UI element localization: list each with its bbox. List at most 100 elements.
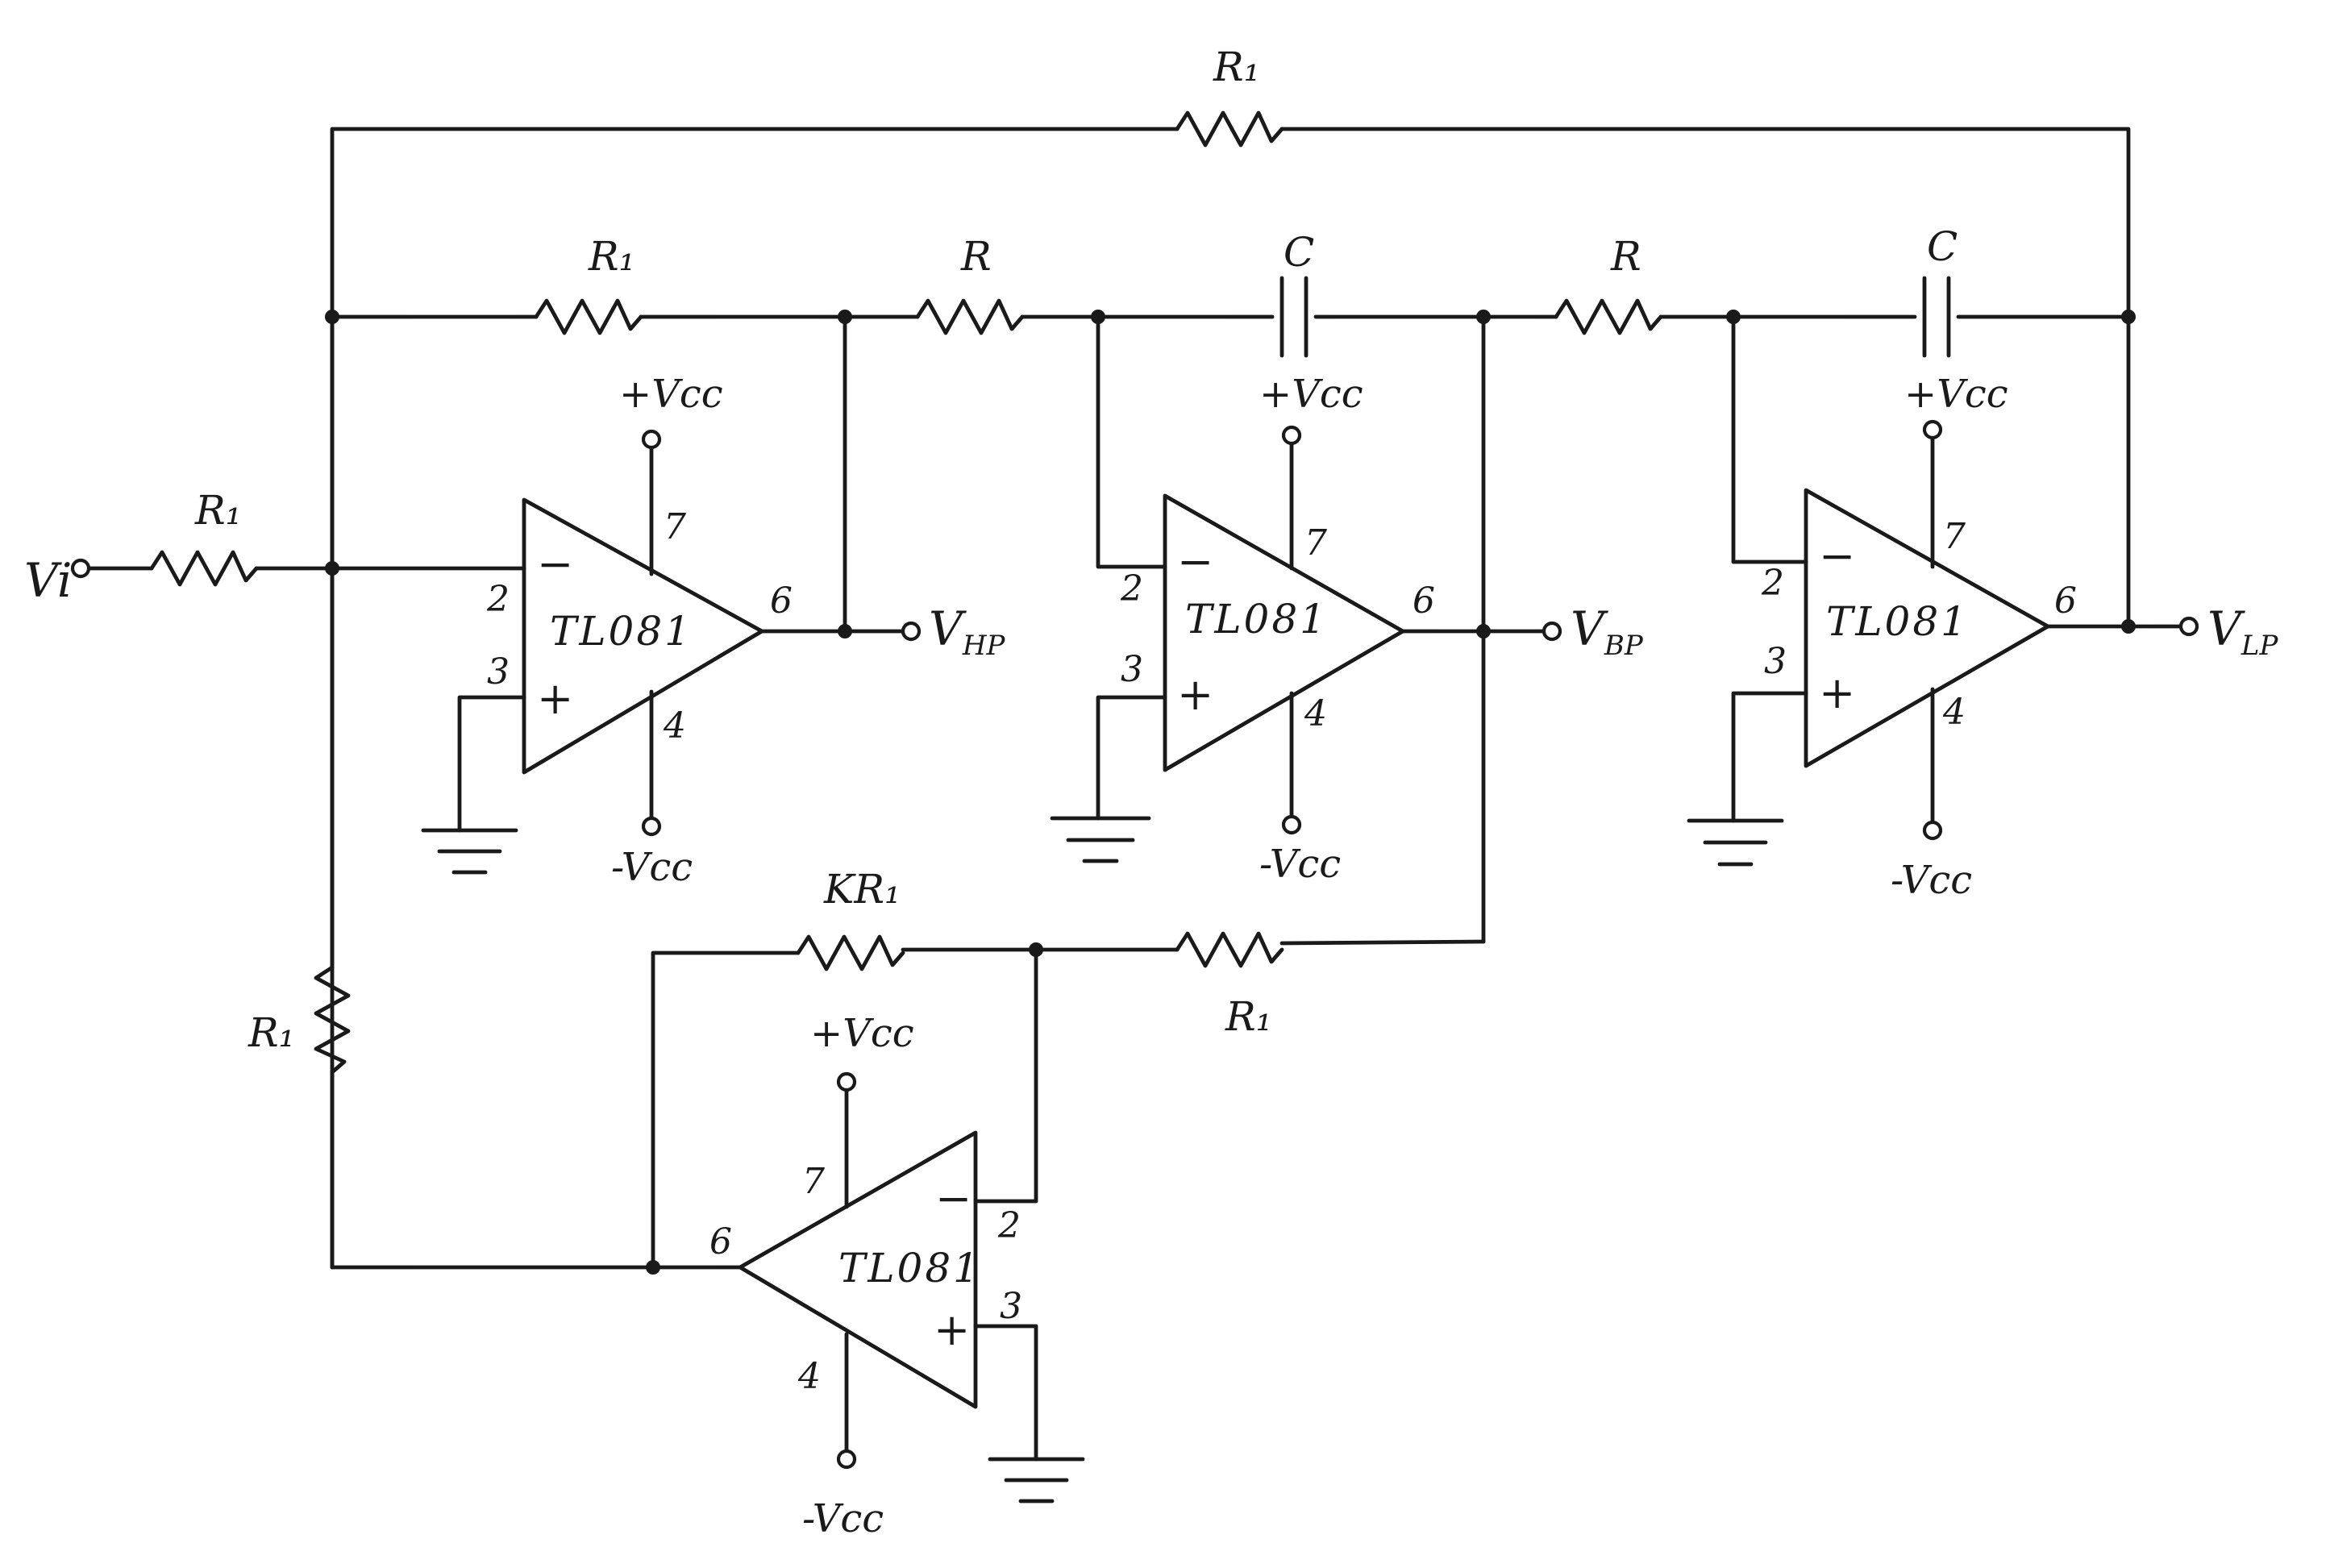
grounds [421,816,1784,1504]
junction-dot [838,310,852,324]
resistor-r1-top [1175,110,1284,148]
terminal-vlp [2178,616,2199,637]
op-amp-4-part: TL081 [838,1245,981,1291]
label-r1-feedback-hp: R₁ [588,233,635,280]
ground-symbol-oa4 [988,1457,1085,1504]
op-amp-2-pin-minus: 2 [1120,568,1143,609]
resistor-r-lp [1554,298,1663,335]
op-amp-4-vcc-minus-label: -Vcc [802,1496,884,1541]
wire-oa2-plus [1096,695,1167,821]
junction-dot [646,1260,660,1275]
terminal-oa4-vminus [836,1449,857,1470]
junction-dot [2121,310,2136,324]
signal-label-vbp-sub: BP [1604,630,1644,662]
terminal-vhp [901,621,922,642]
op-amp-2-minus-sign: − [1177,536,1213,587]
label-kr1: KR₁ [823,866,901,913]
op-amp-4-pin-vminus: 4 [797,1356,821,1397]
resistor-r1-bottom [1175,931,1284,968]
op-amp-4-pin-plus: 3 [1000,1286,1022,1327]
op-amp-4-pin-out: 6 [709,1221,732,1262]
signal-label-vbp-main: V [1571,601,1608,656]
op-amp-3-pin-minus: 2 [1761,563,1784,604]
terminals [70,419,2199,1470]
junction-dot [1726,310,1741,324]
junction-dot [838,624,852,638]
op-amp-1-pin-minus: 2 [486,579,510,620]
junction-dot [325,310,339,324]
resistors [149,110,1663,1075]
wire-oa3-plus [1731,691,1808,823]
op-amp-1-pin-vminus: 4 [663,705,686,747]
op-amp-2-body [1163,493,1405,772]
resistor-r-bp [915,298,1025,335]
op-amp-3-pin-vminus: 4 [1942,692,1966,733]
op-amp-4-plus-sign: + [934,1304,970,1355]
capacitors [1279,276,1951,358]
op-amp-3-vcc-minus-label: -Vcc [1891,858,1972,903]
label-r1-input: R₁ [194,487,242,534]
op-amp-3: − + TL081 2 3 6 7 4 +Vcc -Vcc [1761,372,2077,903]
label-c-bp: C [1284,229,1314,276]
signal-labels: Vi VHP VBP VLP [24,553,2278,662]
op-amp-2: − + TL081 2 3 6 7 4 +Vcc -Vcc [1120,372,1435,887]
signal-label-vlp: VLP [2207,601,2278,662]
op-amp-3-pin-vplus: 7 [1943,516,1966,557]
signal-label-vi: Vi [24,553,72,608]
component-labels: R₁ R₁ R C R C R₁ R₁ KR₁ R₁ [194,44,1958,1056]
op-amp-4-pin-minus: 2 [997,1205,1021,1246]
op-amp-2-plus-sign: + [1177,669,1213,720]
wire-oa3-minus [1731,314,1808,564]
op-amp-2-pin-plus: 3 [1121,649,1143,690]
op-amp-1-pin-out: 6 [770,580,793,622]
op-amp-4-body [738,1130,978,1409]
op-amp-4: − + TL081 2 3 6 7 4 +Vcc -Vcc [709,1011,1022,1541]
label-r1-top: R₁ [1213,44,1260,90]
op-amp-1-body [522,497,764,775]
signal-label-vlp-sub: LP [2241,630,2279,662]
resistor-kr1 [796,934,905,971]
wire-oa2-minus [1096,314,1167,569]
ground-symbol-oa2 [1050,816,1151,863]
terminal-oa4-vplus [836,1071,857,1092]
junction-dot [325,561,339,576]
wire-bottom-right [1279,939,1486,946]
label-r1-bottom: R₁ [1225,993,1272,1040]
op-amp-1-pin-plus: 3 [487,651,510,692]
junctions [325,310,2136,1275]
op-amp-4-minus-sign: − [935,1173,972,1224]
terminal-vi [70,558,91,579]
op-amp-1-pin-vplus: 7 [664,506,686,547]
resistor-r1-feedback-hp [534,298,643,335]
terminal-vbp [1542,621,1562,642]
terminal-oa1-vminus [641,816,662,837]
op-amp-1-minus-sign: − [537,539,573,589]
terminal-oa3-vminus [1922,820,1943,841]
resistor-r1-input [149,550,259,587]
label-r1-left: R₁ [248,1009,295,1056]
op-amp-3-pin-out: 6 [2054,580,2077,622]
op-amp-3-vcc-plus-label: +Vcc [1904,372,2008,417]
label-r-lp: R [1610,233,1641,280]
op-amp-3-part: TL081 [1826,598,1969,645]
op-amp-2-part: TL081 [1185,596,1328,643]
junction-dot [1476,310,1491,324]
junction-dot [1029,942,1043,957]
op-amp-3-minus-sign: − [1819,530,1855,581]
label-r-bp: R [960,233,992,280]
junction-dot [1091,310,1105,324]
wire-oa4-minus [973,947,1038,1204]
op-amp-1-plus-sign: + [537,673,573,724]
wire-top-loop-right [1279,127,2131,629]
op-amp-3-plus-sign: + [1819,668,1855,718]
terminal-oa3-vplus [1922,419,1943,440]
signal-label-vbp: VBP [1571,601,1644,662]
terminal-oa2-vminus [1281,814,1302,835]
op-amp-3-pin-plus: 3 [1764,641,1787,682]
resistor-r1-left [314,965,351,1075]
op-amp-1-part: TL081 [550,608,693,655]
wire-oa1-plus [457,695,526,833]
capacitor-c-lp [1922,276,1951,358]
op-amp-1-vcc-minus-label: -Vcc [611,845,693,890]
op-amp-1: − + TL081 2 3 6 7 4 +Vcc -Vcc [486,372,793,890]
